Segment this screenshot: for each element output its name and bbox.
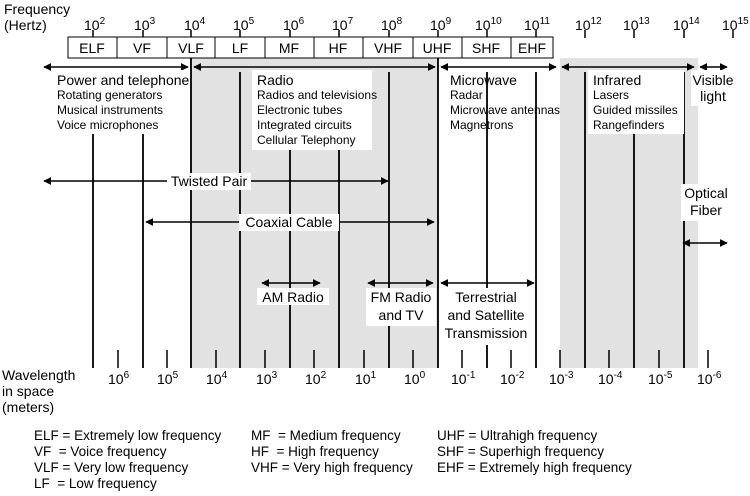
category-visible-light: Visible light: [691, 70, 735, 106]
band-ehf: EHF: [518, 40, 546, 56]
freq-tick: 107: [332, 16, 354, 33]
category-item: Magnetrons: [450, 118, 513, 132]
legend-vlf: VLF = Very low frequency: [34, 460, 189, 475]
wave-tick: 10-2: [500, 370, 525, 387]
am-radio-label: AM Radio: [262, 289, 324, 305]
wave-tick: 10-6: [697, 370, 722, 387]
category-title: Visible: [693, 72, 734, 88]
wavelength-axis-unit: (meters): [2, 399, 54, 415]
category-title: Radio: [257, 72, 294, 88]
fm-radio-label-2: and TV: [379, 307, 425, 323]
category-title: Infrared: [593, 72, 641, 88]
category-item: Guided missiles: [593, 103, 678, 117]
band-shf: SHF: [472, 40, 500, 56]
terrestrial-label-3: Transmission: [445, 325, 528, 341]
freq-tick: 1015: [722, 16, 749, 33]
frequency-axis-unit: (Hertz): [4, 17, 47, 33]
wave-tick: 106: [108, 370, 130, 387]
freq-tick: 106: [283, 16, 305, 33]
frequency-tick-labels: 102 103 104 105 106 107 108 109 1010 101…: [84, 16, 749, 33]
legend-ehf: EHF = Extremely high frequency: [437, 460, 632, 475]
band-hf: HF: [329, 40, 348, 56]
wave-tick: 10-3: [549, 370, 574, 387]
legend-vf: VF = Voice frequency: [34, 444, 167, 459]
wavelength-axis-title: Wavelength: [2, 367, 75, 383]
wave-tick: 101: [355, 370, 377, 387]
optical-fiber-label-2: Fiber: [690, 202, 722, 218]
legend-shf: SHF = Superhigh frequency: [437, 444, 604, 459]
wave-tick: 10-1: [451, 370, 476, 387]
category-item: Musical instruments: [57, 103, 163, 117]
freq-tick: 1010: [475, 16, 502, 33]
wave-tick: 103: [256, 370, 278, 387]
category-radio: Radio Radios and televisions Electronic …: [257, 72, 377, 147]
terrestrial-label-2: and Satellite: [447, 307, 524, 323]
fm-radio-label: FM Radio: [371, 289, 432, 305]
band-mf: MF: [279, 40, 299, 56]
band-uhf: UHF: [423, 40, 452, 56]
coaxial-cable-label: Coaxial Cable: [245, 214, 332, 230]
category-item: Radar: [450, 88, 483, 102]
category-item: Voice microphones: [57, 118, 158, 132]
freq-tick: 104: [184, 16, 206, 33]
frequency-axis-title: Frequency: [4, 1, 70, 17]
optical-fiber-label: Optical: [684, 185, 728, 201]
wave-tick: 104: [206, 370, 228, 387]
freq-tick: 102: [84, 16, 106, 33]
category-item: Integrated circuits: [257, 118, 352, 132]
category-title: Microwave: [450, 72, 517, 88]
freq-tick: 1014: [673, 16, 700, 33]
band-elf: ELF: [79, 40, 105, 56]
wavelength-tick-labels: 106 105 104 103 102 101 100 10-1 10-2 10…: [108, 370, 722, 387]
category-power: Power and telephone Rotating generators …: [57, 72, 190, 132]
band-lf: LF: [232, 40, 248, 56]
legend-uhf: UHF = Ultrahigh frequency: [437, 428, 598, 443]
band-vhf: VHF: [374, 40, 402, 56]
band-vf: VF: [133, 40, 151, 56]
legend-vhf: VHF = Very high frequency: [251, 460, 413, 475]
legend-mf: MF = Medium frequency: [251, 428, 401, 443]
wave-tick: 10-4: [598, 370, 623, 387]
legend-lf: LF = Low frequency: [34, 476, 157, 491]
category-title: light: [700, 88, 726, 104]
category-title: Power and telephone: [57, 72, 190, 88]
freq-tick: 109: [430, 16, 452, 33]
category-item: Rotating generators: [57, 88, 162, 102]
wave-tick: 10-5: [648, 370, 673, 387]
category-item: Rangefinders: [593, 118, 664, 132]
legend-hf: HF = High frequency: [251, 444, 379, 459]
wave-tick: 100: [404, 370, 426, 387]
legend-elf: ELF = Extremely low frequency: [34, 428, 222, 443]
category-item: Electronic tubes: [257, 103, 342, 117]
freq-tick: 105: [233, 16, 255, 33]
freq-tick: 1012: [575, 16, 602, 33]
wave-tick: 102: [305, 370, 327, 387]
category-infrared: Infrared Lasers Guided missiles Rangefin…: [593, 72, 678, 132]
freq-tick: 108: [381, 16, 403, 33]
terrestrial-label: Terrestrial: [455, 289, 516, 305]
twisted-pair-label: Twisted Pair: [171, 173, 248, 189]
freq-tick: 1013: [623, 16, 650, 33]
freq-tick: 1011: [524, 16, 550, 33]
freq-tick: 103: [134, 16, 156, 33]
band-boxes: ELF VF VLF LF MF HF VHF UHF SHF EHF: [67, 36, 554, 59]
category-item: Microwave antennas: [450, 103, 560, 117]
wavelength-tick-marks: [117, 350, 709, 368]
category-item: Radios and televisions: [257, 88, 377, 102]
band-vlf: VLF: [178, 40, 204, 56]
wavelength-axis-title-2: in space: [2, 383, 54, 399]
category-item: Lasers: [593, 88, 629, 102]
category-microwave: Microwave Radar Microwave antennas Magne…: [450, 72, 560, 132]
category-item: Cellular Telephony: [257, 133, 356, 147]
wave-tick: 105: [157, 370, 179, 387]
